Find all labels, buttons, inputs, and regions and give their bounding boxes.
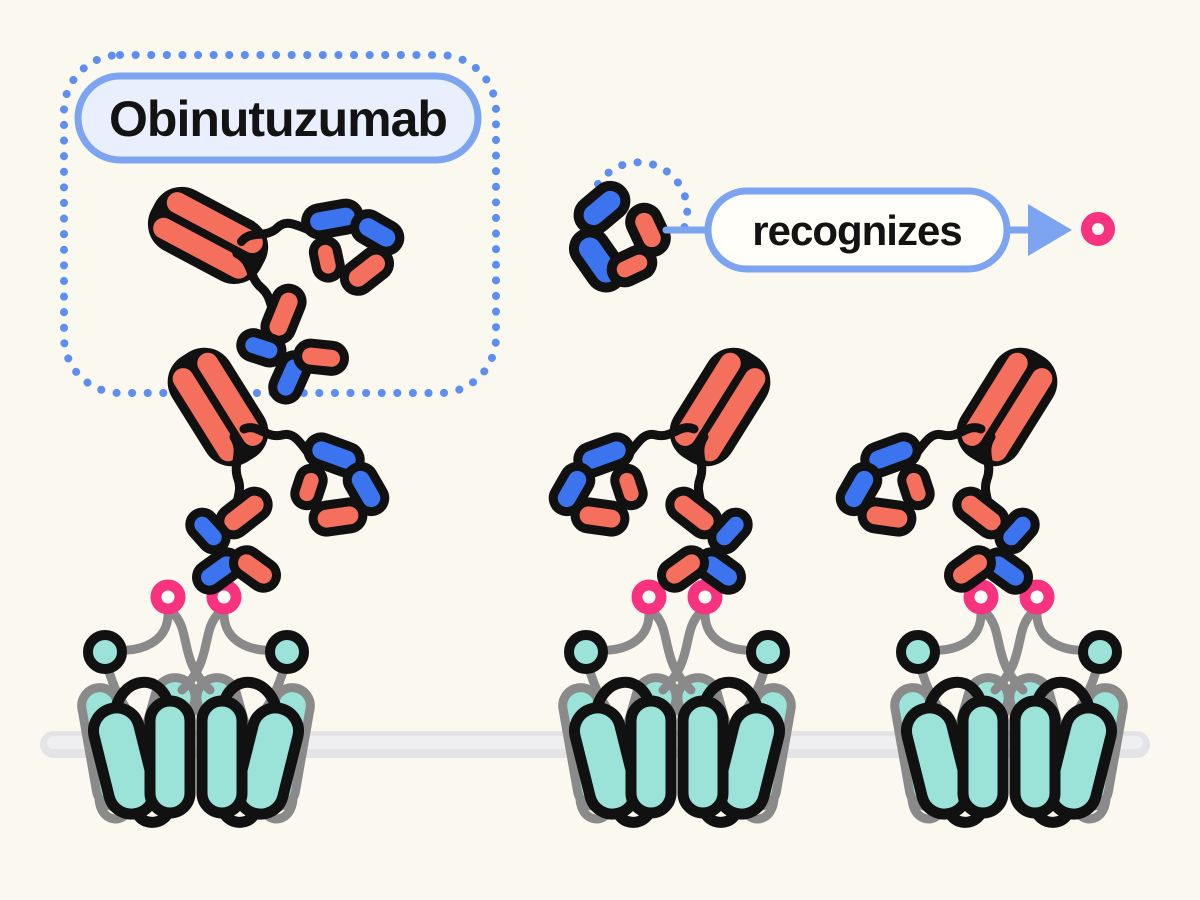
action-label: recognizes	[752, 207, 961, 254]
epitope-ring-icon	[1081, 212, 1115, 246]
antibody-name-label: Obinutuzumab	[109, 91, 447, 147]
fab-fragment-icon	[568, 180, 671, 293]
arrow-icon	[1028, 204, 1072, 256]
dotted-highlight-box	[60, 51, 500, 397]
dotted-arc-icon	[594, 158, 692, 242]
antibody-name-pill	[74, 72, 482, 164]
legend-row: recognizes	[568, 158, 1115, 293]
